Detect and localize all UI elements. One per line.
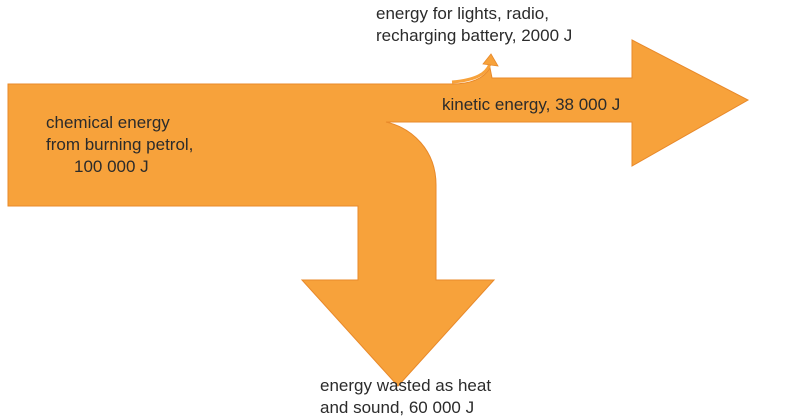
wasted-label-line1: energy wasted as heat [320, 376, 492, 395]
wasted-output-label: energy wasted as heat and sound, 60 000 … [320, 375, 491, 419]
input-label-line3: 100 000 J [74, 157, 149, 176]
kinetic-label-line1: kinetic energy, 38 000 J [442, 95, 621, 114]
kinetic-output-label: kinetic energy, 38 000 J [442, 94, 620, 116]
lights-arrowhead [482, 53, 499, 67]
lights-output-label: energy for lights, radio, recharging bat… [376, 3, 572, 47]
wasted-label-line2: and sound, 60 000 J [320, 398, 475, 417]
input-label-line1: chemical energy [46, 113, 170, 132]
lights-flow-arrow [451, 63, 492, 84]
lights-label-line1: energy for lights, radio, [376, 4, 549, 23]
energy-flow-arrow [7, 39, 750, 387]
lights-label-line2: recharging battery, 2000 J [376, 26, 573, 45]
input-label: chemical energy from burning petrol, 100… [46, 112, 193, 178]
input-label-line2: from burning petrol, [46, 135, 194, 154]
